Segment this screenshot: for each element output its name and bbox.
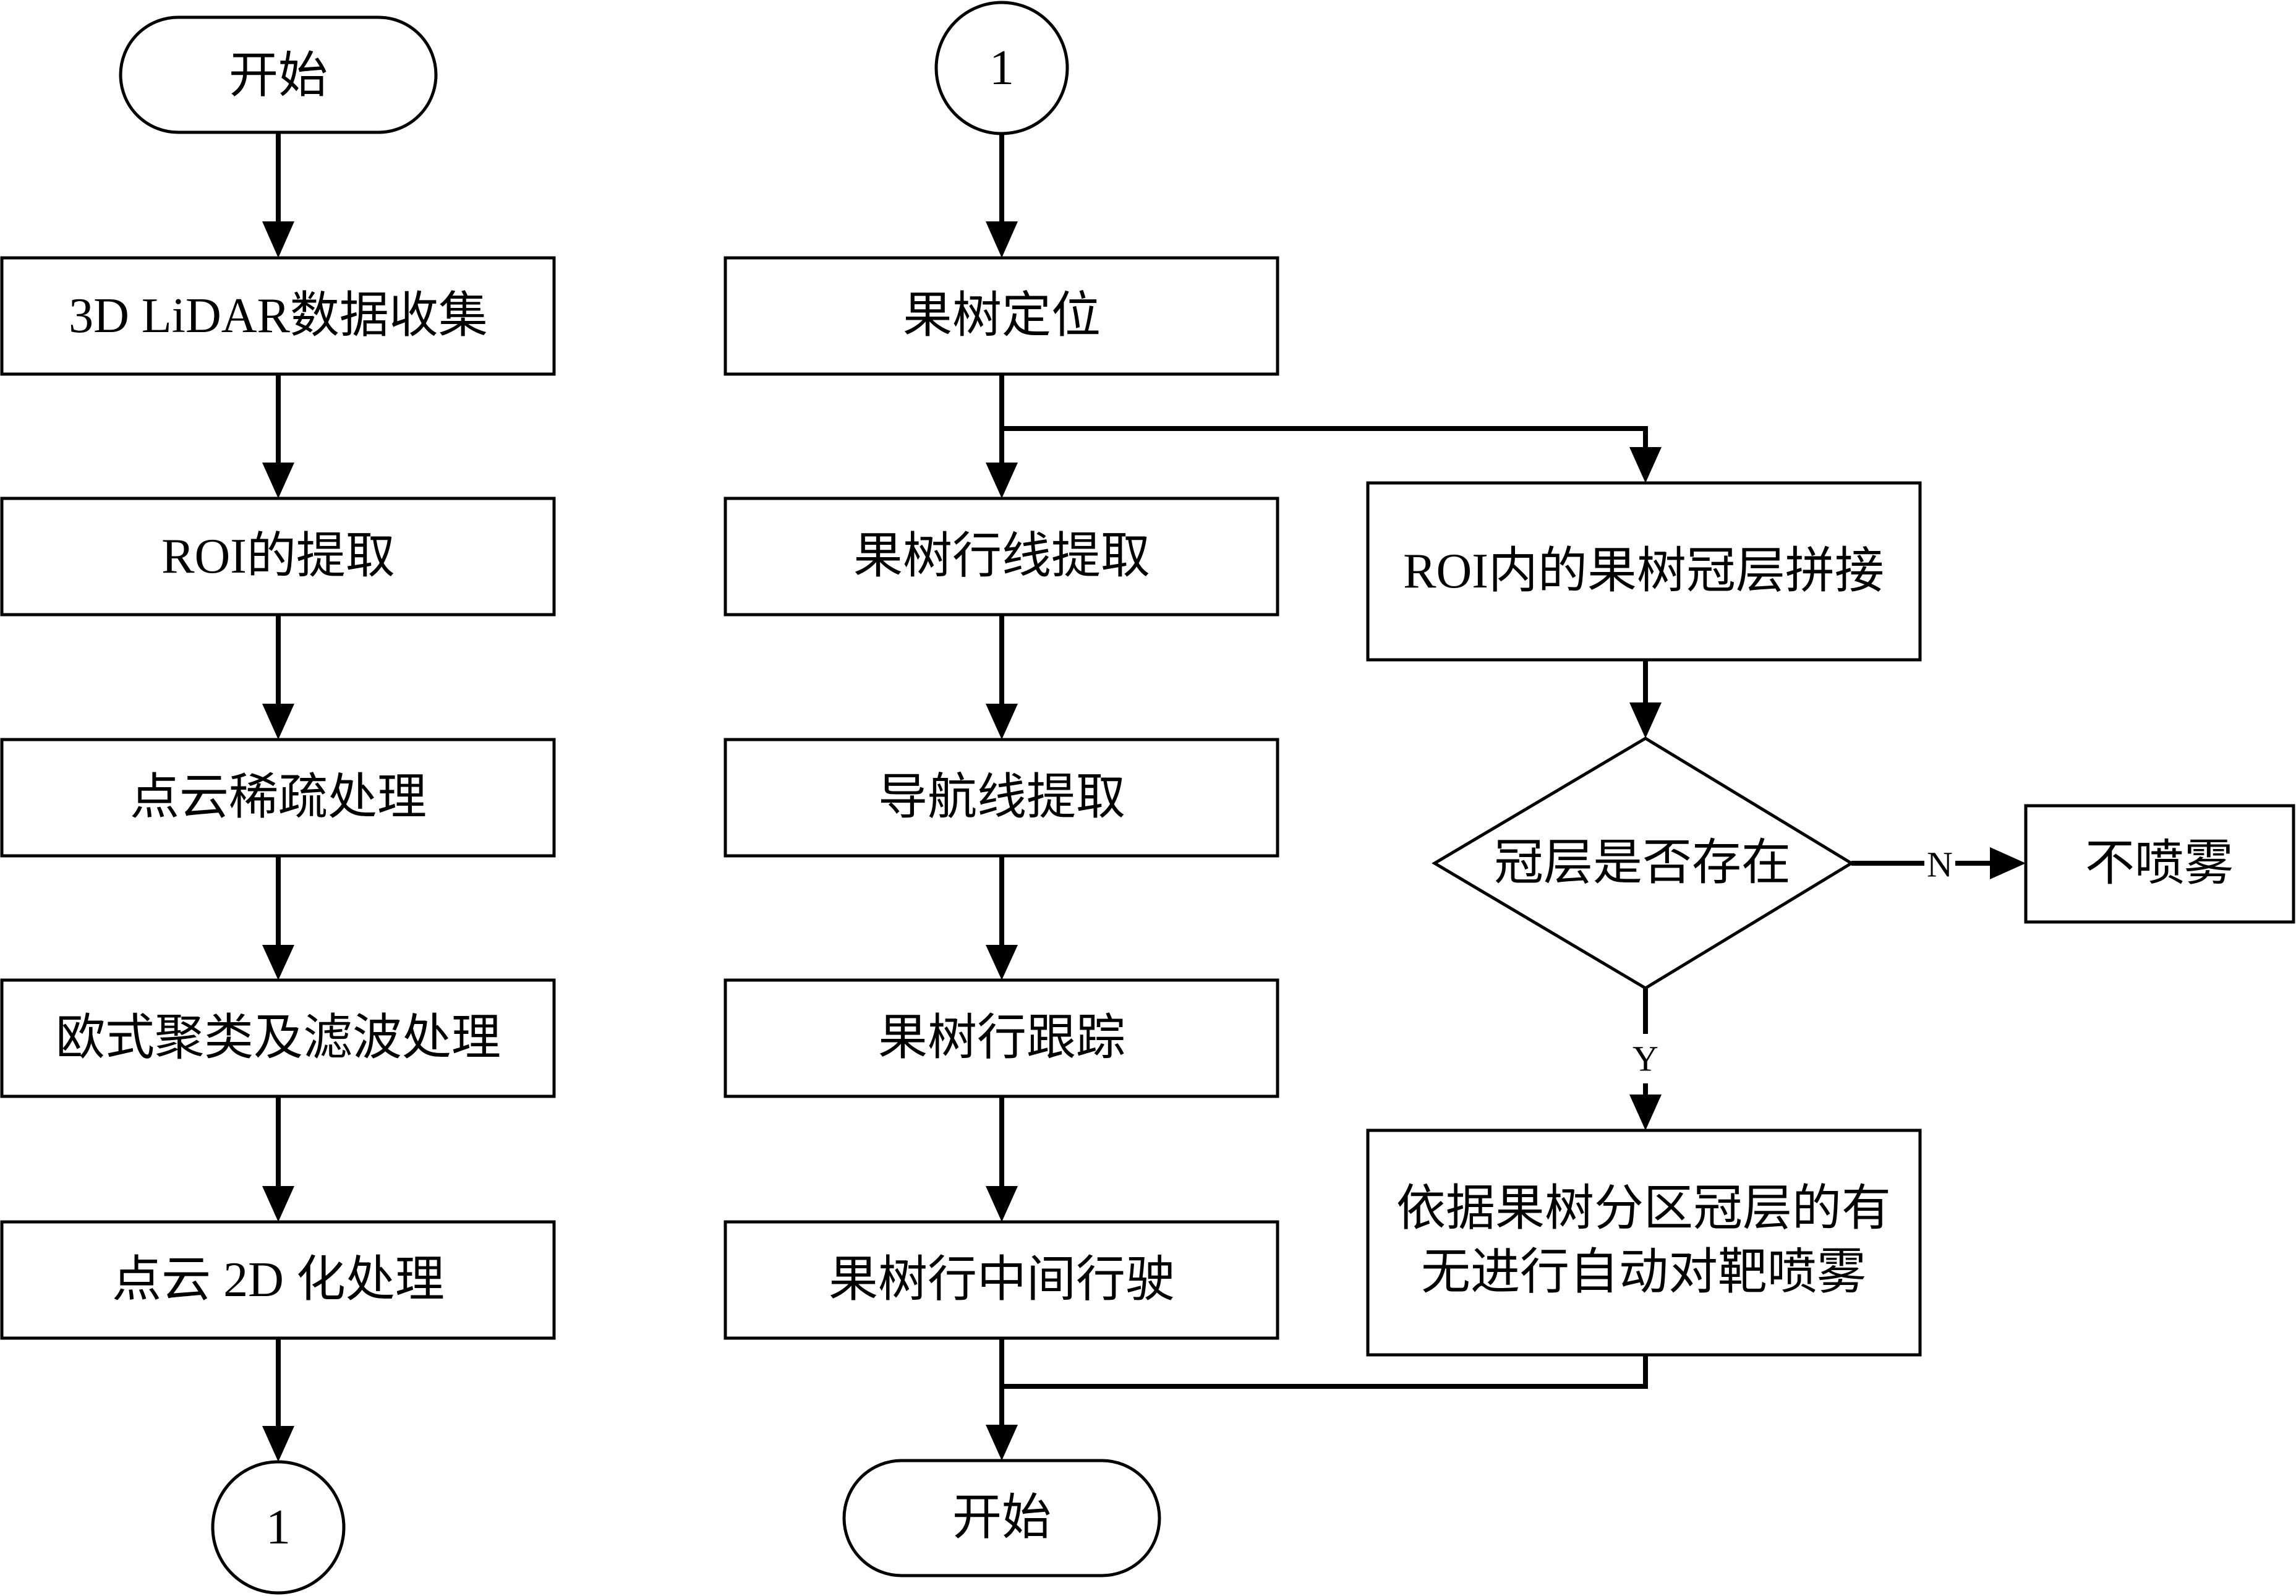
middle-step-nav-line-extraction-label: 导航线提取 — [878, 770, 1125, 825]
middle-end-terminal: 开始 — [842, 1459, 1161, 1577]
branch-to-stitch — [1002, 426, 1662, 483]
left-step-point-cloud-sparse-label: 点云稀疏处理 — [130, 770, 427, 825]
right-step-no-spray-label: 不喷雾 — [2085, 837, 2234, 891]
middle-step-row-driving-label: 果树行中间行驶 — [829, 1253, 1175, 1307]
right-step-target-spray: 依据果树分区冠层的有 无进行自动对靶喷雾 — [1366, 1129, 1922, 1357]
arrow-stitch-to-decision — [1629, 660, 1662, 738]
left-step-2d-conversion-label: 点云 2D 化处理 — [112, 1253, 445, 1307]
decision-canopy-exists: 冠层是否存在 — [1432, 736, 1854, 990]
left-step-clustering-filtering: 欧式聚类及滤波处理 — [0, 978, 556, 1098]
right-step-target-spray-line2: 无进行自动对靶喷雾 — [1421, 1245, 1866, 1300]
left-connector-label: 1 — [266, 1500, 291, 1555]
middle-arrows — [986, 134, 1018, 1461]
middle-connector-circle: 1 — [934, 1, 1069, 135]
middle-end-label: 开始 — [952, 1491, 1051, 1545]
middle-step-row-tracking-label: 果树行跟踪 — [878, 1011, 1125, 1065]
middle-connector-label: 1 — [989, 41, 1014, 95]
middle-step-row-driving: 果树行中间行驶 — [723, 1220, 1279, 1340]
middle-step-tree-locating: 果树定位 — [723, 256, 1279, 376]
no-branch: N — [1851, 845, 2026, 885]
left-step-2d-conversion: 点云 2D 化处理 — [0, 1220, 556, 1340]
left-step-lidar-collection: 3D LiDAR数据收集 — [0, 256, 556, 376]
yes-branch: Y — [1629, 988, 1662, 1130]
middle-step-row-line-extraction: 果树行线提取 — [723, 497, 1279, 617]
middle-step-tree-locating-label: 果树定位 — [903, 289, 1101, 343]
left-step-roi-extraction-label: ROI的提取 — [161, 529, 395, 584]
middle-step-row-line-extraction-label: 果树行线提取 — [853, 529, 1150, 584]
right-step-canopy-stitching: ROI内的果树冠层拼接 — [1366, 481, 1922, 662]
decision-canopy-exists-label: 冠层是否存在 — [1494, 836, 1791, 890]
right-step-canopy-stitching-label: ROI内的果树冠层拼接 — [1403, 544, 1884, 599]
middle-step-nav-line-extraction: 导航线提取 — [723, 738, 1279, 858]
right-step-target-spray-line1: 依据果树分区冠层的有 — [1396, 1182, 1891, 1236]
yes-label: Y — [1632, 1039, 1658, 1079]
right-step-no-spray: 不喷雾 — [2024, 804, 2295, 924]
left-arrows — [262, 132, 294, 1462]
left-step-lidar-collection-label: 3D LiDAR数据收集 — [69, 289, 488, 343]
merge-line — [1002, 1355, 1648, 1389]
left-step-clustering-filtering-label: 欧式聚类及滤波处理 — [56, 1011, 501, 1065]
left-start-terminal: 开始 — [119, 15, 438, 134]
left-start-label: 开始 — [229, 49, 328, 103]
no-label: N — [1927, 845, 1953, 885]
left-connector-circle: 1 — [211, 1460, 346, 1595]
middle-step-row-tracking: 果树行跟踪 — [723, 978, 1279, 1098]
left-step-roi-extraction: ROI的提取 — [0, 497, 556, 617]
left-step-point-cloud-sparse: 点云稀疏处理 — [0, 738, 556, 858]
